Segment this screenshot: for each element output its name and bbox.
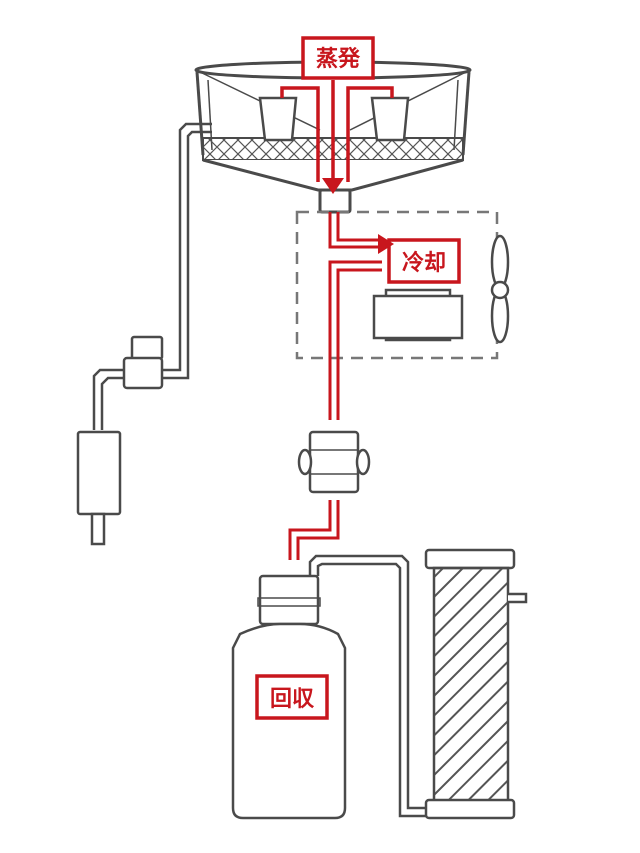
- fan-icon: [490, 234, 510, 344]
- cooling-text: 冷却: [402, 250, 446, 276]
- evaporation-label: 蒸発: [301, 36, 375, 80]
- left-pump: [76, 430, 122, 546]
- evaporation-arrows: [280, 80, 394, 182]
- right-cup: [370, 96, 410, 142]
- left-valve: [122, 335, 164, 390]
- cooling-block: [372, 288, 464, 342]
- left-pipe: [92, 122, 212, 430]
- filter-column: [424, 548, 528, 820]
- evaporation-text: 蒸発: [316, 47, 361, 72]
- cooling-unit-frame: [295, 210, 499, 360]
- cooling-label: 冷却: [387, 238, 461, 284]
- recovery-bottle: [231, 574, 347, 820]
- inline-separator: [297, 430, 371, 494]
- recovery-text: 回収: [270, 687, 315, 712]
- tank-outlet: [318, 188, 352, 214]
- left-cup: [258, 96, 298, 142]
- cooling-arrowhead: [378, 234, 394, 254]
- recovery-label: 回収: [255, 674, 329, 720]
- bottle-to-column-pipe: [308, 554, 426, 818]
- evaporation-arrowhead: [322, 178, 344, 194]
